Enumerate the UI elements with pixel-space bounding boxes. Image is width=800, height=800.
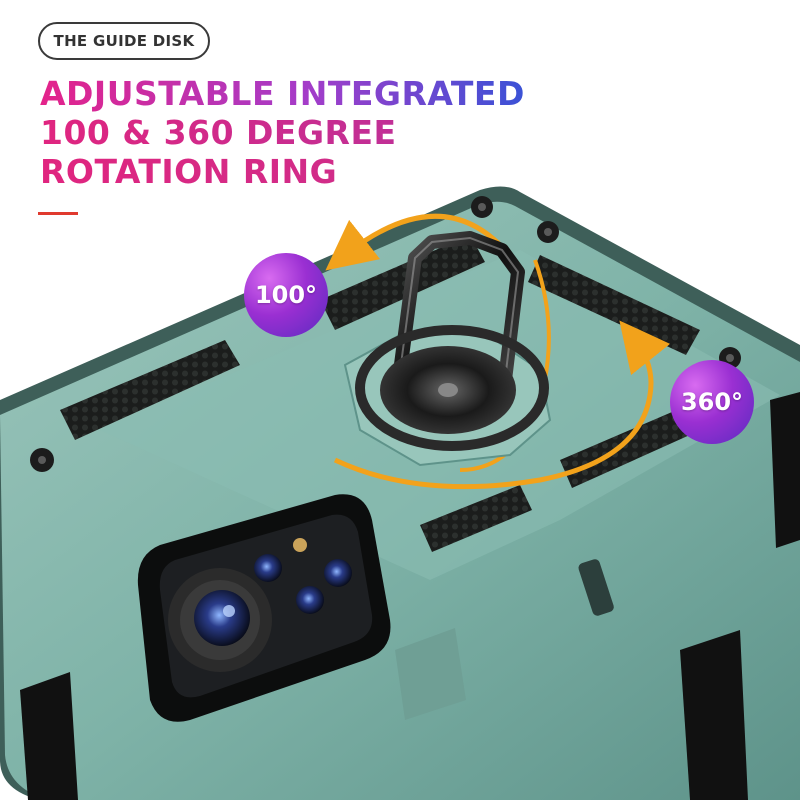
camera-module — [137, 494, 391, 722]
phone-case — [0, 186, 800, 800]
rotation-360-badge: 360° — [670, 360, 754, 444]
accent-divider — [38, 212, 78, 215]
headline-line-1: ADJUSTABLE INTEGRATED — [40, 74, 525, 113]
headline: ADJUSTABLE INTEGRATED 100 & 360 DEGREE R… — [40, 74, 525, 191]
headline-line-2: 100 & 360 DEGREE — [40, 113, 525, 152]
headline-line-3: ROTATION RING — [40, 152, 525, 191]
ring-holder — [343, 231, 552, 467]
guide-disk-label: THE GUIDE DISK — [38, 22, 210, 60]
rotation-100-badge: 100° — [244, 253, 328, 337]
